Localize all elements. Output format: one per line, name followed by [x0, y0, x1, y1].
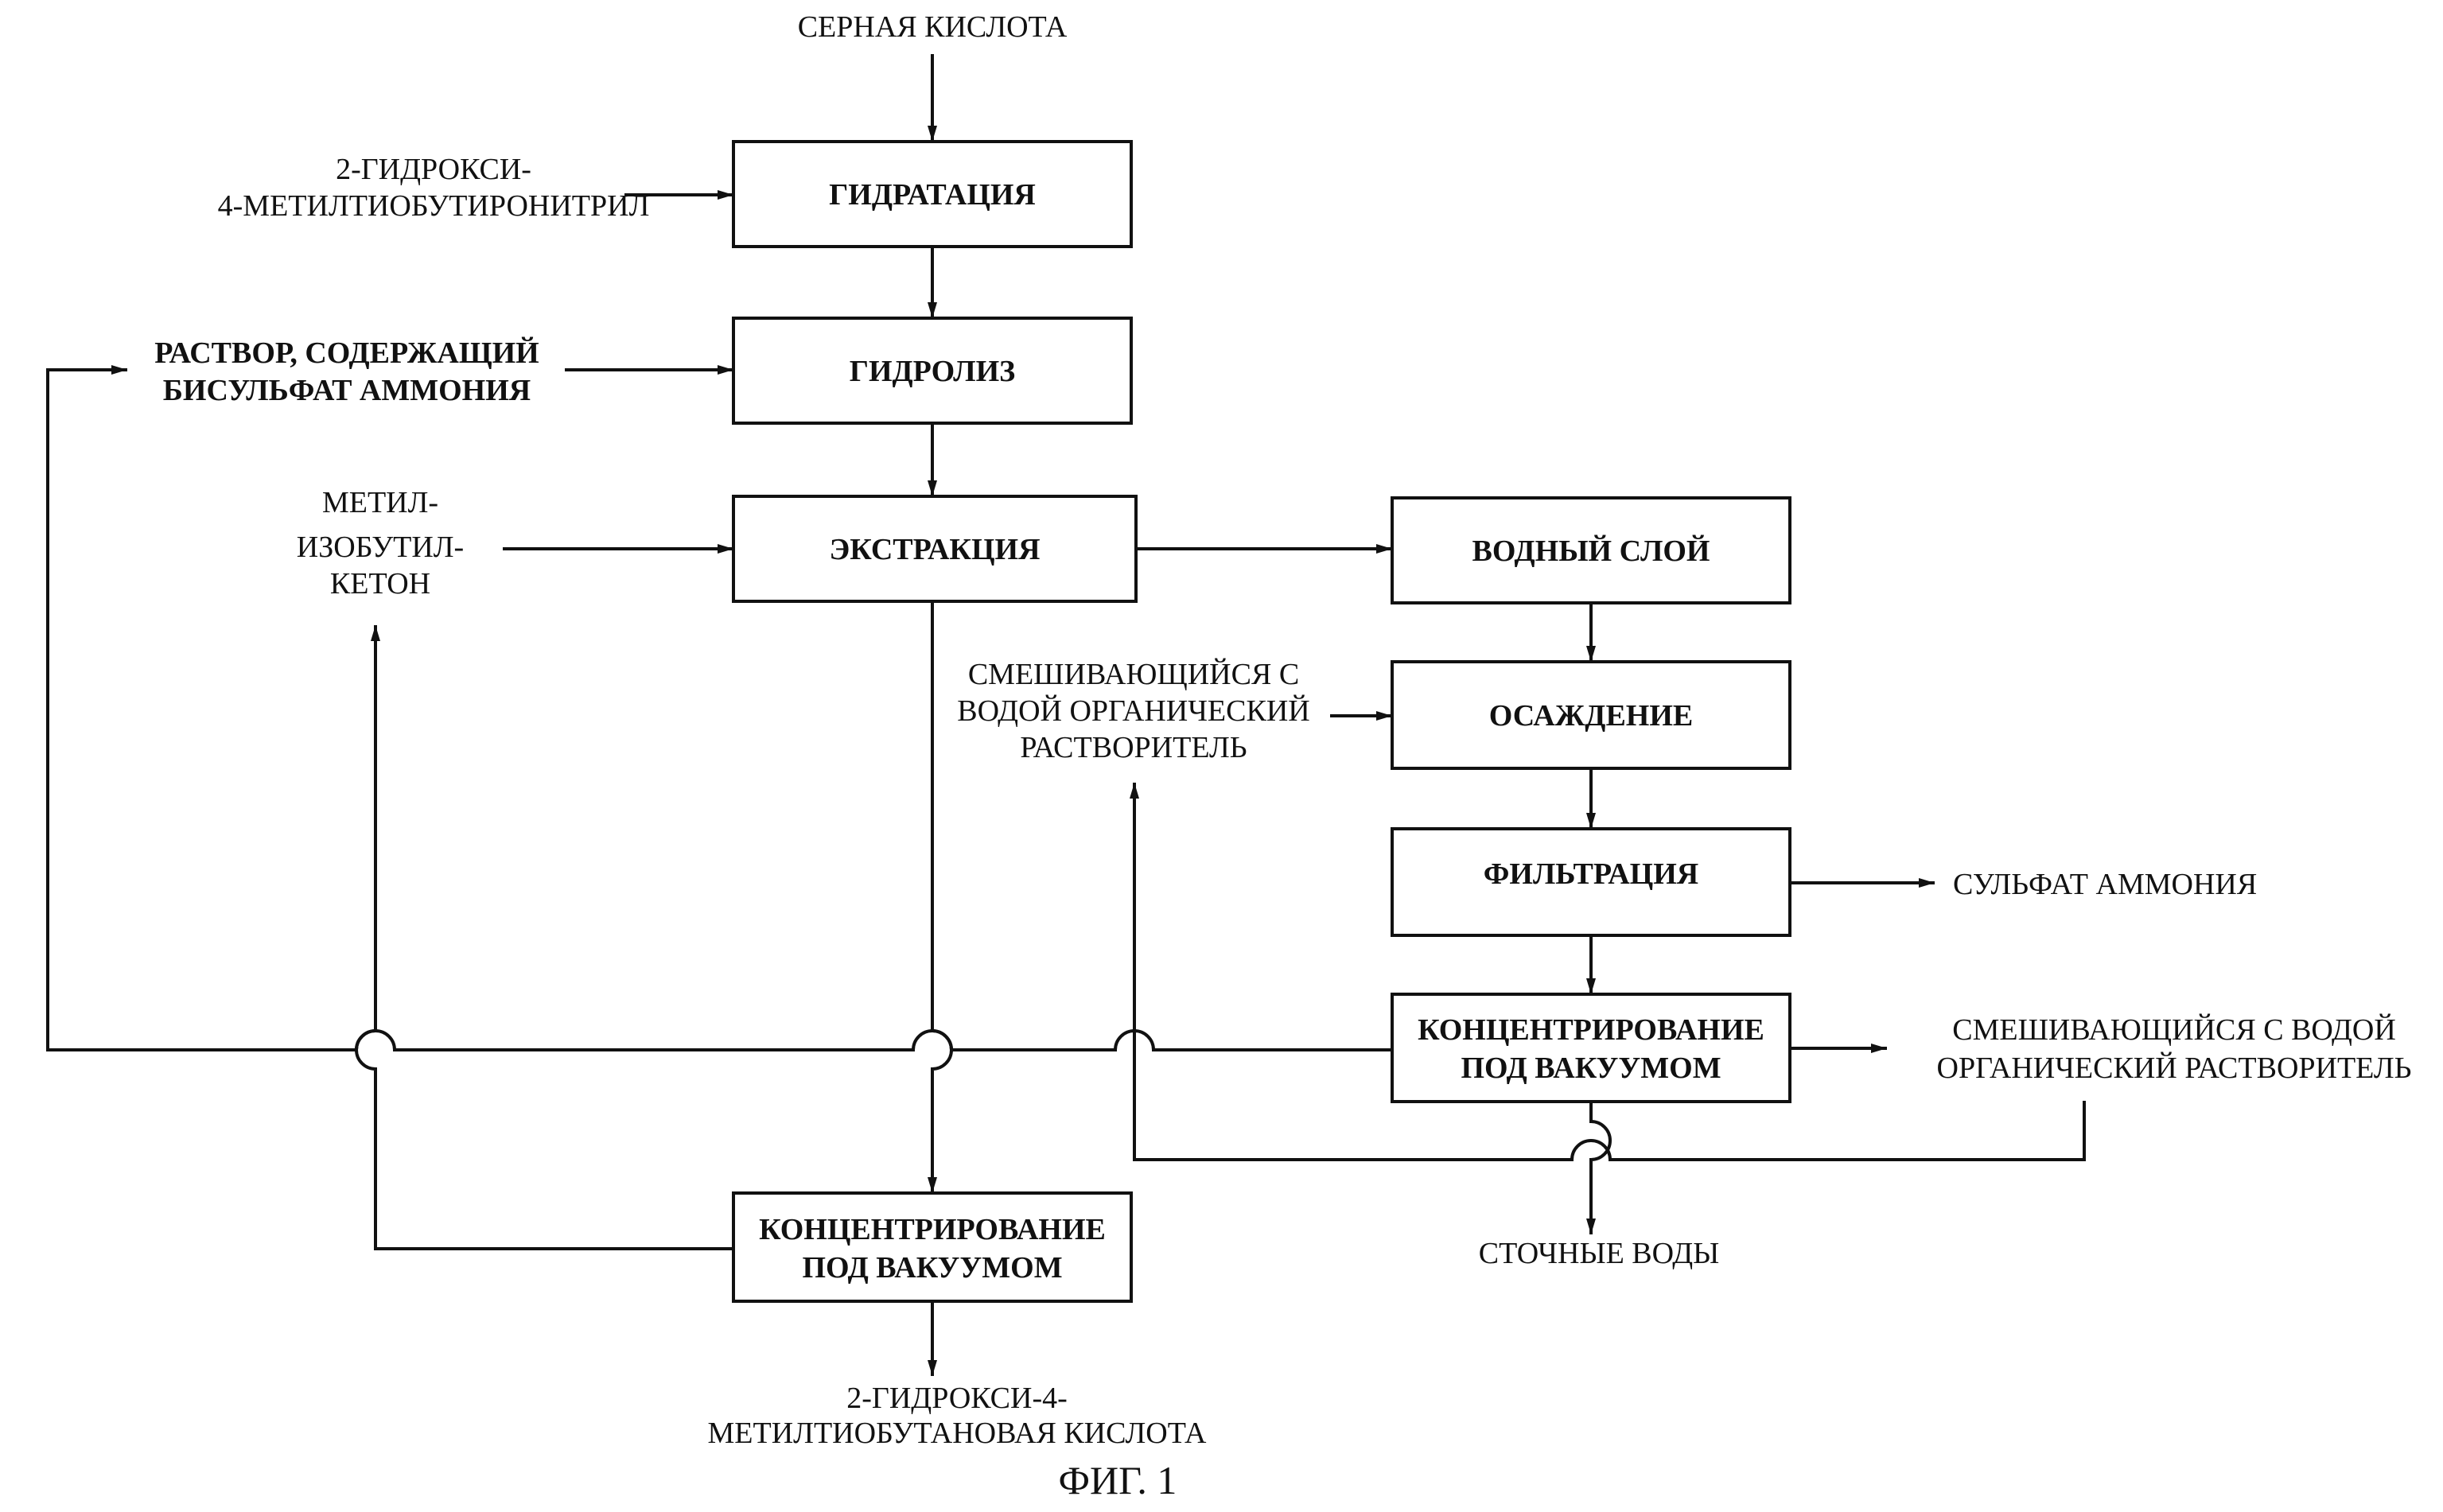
- ammonium-sulfate-label: СУЛЬФАТ АММОНИЯ: [1953, 868, 2257, 901]
- precipitation-label: ОСАЖДЕНИЕ: [1489, 699, 1694, 733]
- vacuum-bottom-label-line2: ПОД ВАКУУМОМ: [802, 1251, 1062, 1285]
- nitrile-label-line1: 2-ГИДРОКСИ-: [336, 153, 531, 186]
- vacuum-right-label-line1: КОНЦЕНТРИРОВАНИЕ: [1418, 1013, 1764, 1047]
- mibk-label-line3: КЕТОН: [330, 567, 430, 601]
- waste-water-label: СТОЧНЫЕ ВОДЫ: [1479, 1237, 1720, 1270]
- nitrile-label-line2: 4-МЕТИЛТИОБУТИРОНИТРИЛ: [218, 189, 650, 223]
- vacuum-right-box: [1392, 994, 1790, 1102]
- recycle-mibk-line: [356, 625, 733, 1249]
- sulfuric-acid-label: СЕРНАЯ КИСЛОТА: [798, 10, 1068, 44]
- vacuum-bottom-label-line1: КОНЦЕНТРИРОВАНИЕ: [759, 1213, 1106, 1246]
- water-layer-label: ВОДНЫЙ СЛОЙ: [1472, 534, 1710, 568]
- product-label-line2: МЕТИЛТИОБУТАНОВАЯ КИСЛОТА: [708, 1417, 1208, 1450]
- hydrolysis-label: ГИДРОЛИЗ: [850, 355, 1015, 388]
- figure-caption: ФИГ. 1: [1059, 1458, 1177, 1502]
- product-label-line1: 2-ГИДРОКСИ-4-: [846, 1382, 1068, 1415]
- mibk-label-line1: МЕТИЛ-: [322, 486, 438, 519]
- hydration-label: ГИДРАТАЦИЯ: [829, 178, 1036, 212]
- stream-labels: СЕРНАЯ КИСЛОТА 2-ГИДРОКСИ- 4-МЕТИЛТИОБУТ…: [154, 10, 2411, 1502]
- extraction-label: ЭКСТРАКЦИЯ: [829, 533, 1040, 566]
- arrow-vacuum-to-waste-water: [1591, 1102, 1610, 1234]
- bisulfate-label-line2: БИСУЛЬФАТ АММОНИЯ: [163, 374, 531, 407]
- vacuum-bottom-box: [733, 1193, 1131, 1301]
- solvent-out-label-line1: СМЕШИВАЮЩИЙСЯ С ВОДОЙ: [1952, 1013, 2396, 1047]
- bisulfate-label-line1: РАСТВОР, СОДЕРЖАЩИЙ: [154, 336, 539, 370]
- solvent-in-label-line2: ВОДОЙ ОРГАНИЧЕСКИЙ: [957, 694, 1309, 728]
- arrow-extraction-to-vacuum-bottom: [932, 601, 951, 1193]
- solvent-in-label-line3: РАСТВОРИТЕЛЬ: [1020, 731, 1247, 764]
- mibk-label-line2: ИЗОБУТИЛ-: [297, 531, 464, 564]
- filtration-label: ФИЛЬТРАЦИЯ: [1484, 857, 1698, 891]
- vacuum-right-label-line2: ПОД ВАКУУМОМ: [1461, 1051, 1721, 1085]
- solvent-in-label-line1: СМЕШИВАЮЩИЙСЯ С: [968, 658, 1299, 691]
- solvent-out-label-line2: ОРГАНИЧЕСКИЙ РАСТВОРИТЕЛЬ: [1937, 1051, 2412, 1085]
